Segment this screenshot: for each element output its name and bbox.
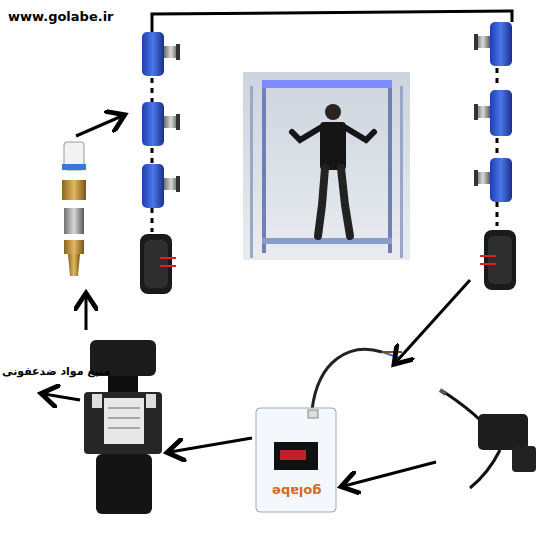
fittings xyxy=(62,142,86,276)
nozzle-right-1 xyxy=(474,22,512,66)
nozzle-left-3 xyxy=(142,164,180,208)
power-adapter xyxy=(440,390,536,488)
brand-logo: golabe xyxy=(272,484,322,498)
website-label: www.golabe.ir xyxy=(8,10,114,24)
flow-arrows xyxy=(44,116,470,486)
pipe-line xyxy=(152,11,512,40)
nozzle-left-2 xyxy=(142,102,180,146)
nozzle-right-3 xyxy=(474,158,512,202)
nozzle-left-1 xyxy=(142,32,180,76)
source-label: منبع مواد ضدعفونی xyxy=(2,366,111,378)
nozzle-right-2 xyxy=(474,90,512,136)
sensor-left xyxy=(140,234,176,294)
controller xyxy=(256,349,402,512)
sensor-right xyxy=(480,230,516,290)
booth-photo xyxy=(243,72,410,260)
